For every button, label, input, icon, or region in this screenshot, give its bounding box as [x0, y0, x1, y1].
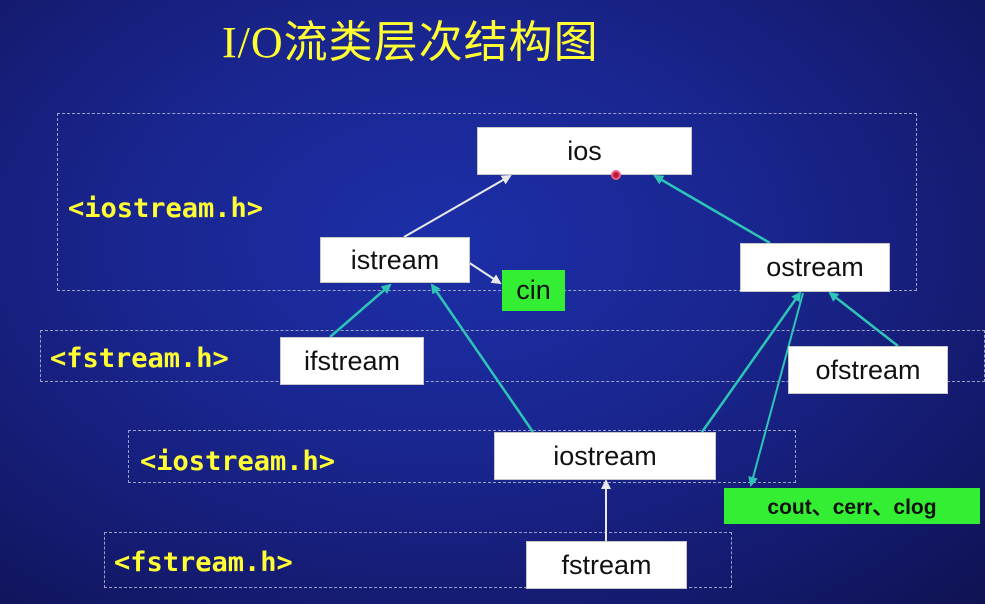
arrow-iostream-to-istream — [430, 283, 535, 433]
class-box-ostream: ostream — [740, 243, 890, 292]
arrow-istream-to-ios — [403, 175, 512, 238]
group-fstream-h-lower — [104, 532, 732, 588]
group-iostream-h-lower — [128, 430, 796, 483]
class-box-ifstream: ifstream — [280, 337, 424, 385]
class-box-ofstream: ofstream — [788, 346, 948, 394]
header-label-iostream-h: <iostream.h> — [68, 193, 264, 224]
arrow-istream-to-cin — [467, 261, 502, 285]
group-iostream-h-top — [57, 113, 917, 291]
class-box-ios: ios — [477, 127, 692, 175]
class-box-istream: istream — [320, 237, 470, 283]
class-box-fstream: fstream — [526, 541, 687, 589]
arrow-ofstream-to-ostream — [828, 291, 899, 347]
class-box-iostream: iostream — [494, 432, 716, 480]
header-label-fstream-h: <fstream.h> — [50, 343, 229, 374]
header-label-fstream-h: <fstream.h> — [114, 547, 293, 578]
object-box-cin: cin — [502, 270, 565, 311]
arrow-ostream-to-cout — [748, 292, 804, 487]
object-box-cout-cerr-clog: cout、cerr、clog — [724, 488, 980, 524]
arrow-ostream-to-ios — [653, 174, 771, 245]
page-title: I/O流类层次结构图 — [222, 18, 599, 67]
arrow-iostream-to-ostream — [700, 291, 802, 433]
header-label-iostream-h: <iostream.h> — [140, 446, 336, 477]
pointer-cursor — [611, 170, 621, 180]
arrow-ifstream-to-istream — [329, 283, 392, 338]
